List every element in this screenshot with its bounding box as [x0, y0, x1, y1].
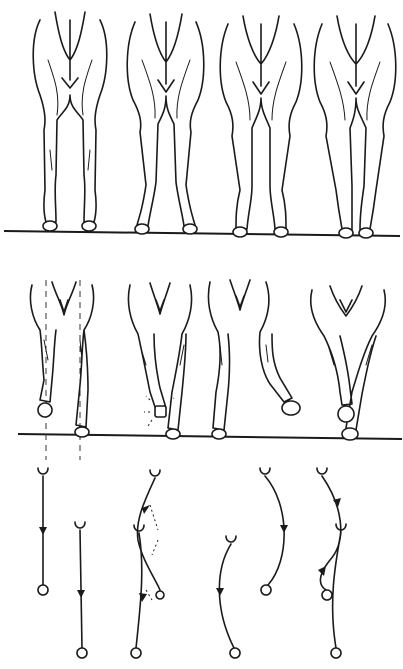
flight-path-5 — [260, 468, 288, 595]
arrow-down-icon — [39, 527, 47, 535]
hoof-icon — [43, 221, 57, 231]
hoof-print-icon — [156, 591, 164, 599]
hoof-icon — [274, 227, 288, 237]
hoof-icon — [233, 227, 247, 237]
arrow-down-icon — [77, 590, 85, 598]
hoof-icon — [135, 224, 149, 234]
hoof-print-icon — [38, 585, 48, 595]
hoof-icon — [359, 228, 373, 238]
flight-path-2 — [75, 522, 87, 658]
hoof-print-icon — [261, 585, 271, 595]
hoof-print-icon — [38, 468, 48, 474]
flight-paths-row — [38, 468, 346, 658]
hoof-icon — [338, 406, 354, 422]
hoof-print-icon — [150, 470, 160, 476]
horse-standing-2 — [127, 14, 204, 234]
flight-path-4 — [216, 536, 240, 658]
hoof-print-icon — [317, 468, 327, 474]
arrow-down-icon — [216, 588, 224, 596]
hoof-icon — [342, 428, 358, 440]
horse-moving-2 — [128, 283, 191, 439]
hoof-print-icon — [75, 522, 85, 528]
horse-standing-3 — [220, 16, 302, 237]
hoof-print-icon — [134, 525, 144, 531]
flight-path-3 — [131, 470, 164, 658]
hoof-icon — [166, 429, 180, 439]
hoof-icon — [212, 429, 226, 439]
flight-path-6 — [317, 468, 346, 658]
hoof-print-icon — [322, 590, 332, 600]
arrow-down-icon — [280, 525, 288, 533]
hoof-icon — [82, 221, 96, 231]
horse-moving-1 — [30, 282, 93, 437]
hoof-icon — [183, 224, 197, 234]
hoof-icon — [38, 403, 52, 417]
hoof-print-icon — [77, 648, 87, 658]
hoof-icon — [282, 401, 300, 415]
hoof-icon — [339, 228, 353, 238]
hoof-icon — [75, 427, 89, 437]
flight-path-1 — [38, 468, 48, 595]
horse-standing-1 — [33, 12, 107, 231]
hoof-print-icon — [260, 468, 270, 474]
horse-moving-4 — [311, 286, 386, 440]
hoof-print-icon — [230, 648, 240, 658]
hoof-print-icon — [331, 648, 341, 658]
hoof-print-icon — [131, 648, 141, 658]
hoof-icon — [155, 406, 166, 417]
hoof-print-icon — [226, 536, 236, 542]
horse-standing-4 — [314, 16, 396, 238]
standing-row — [4, 12, 400, 238]
motion-row — [18, 280, 402, 460]
horse-moving-3 — [208, 280, 300, 439]
